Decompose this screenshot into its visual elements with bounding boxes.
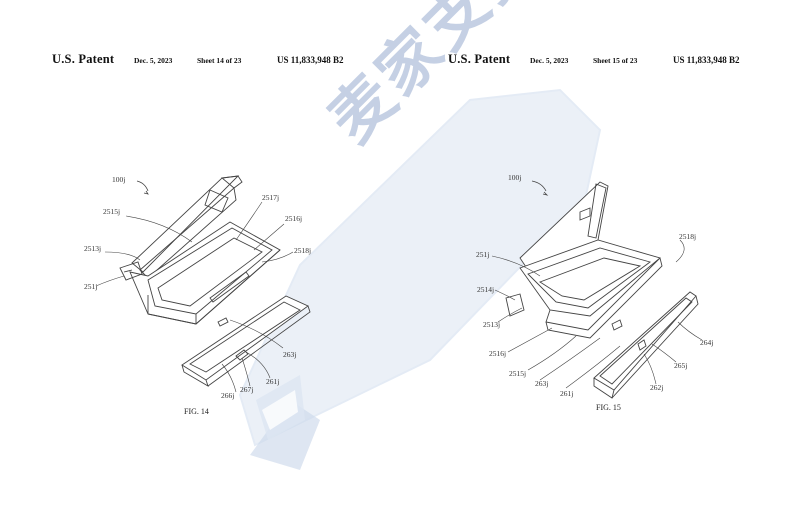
- fig15-labels: 100j 2518j 251j 2514j 2513j 2516j 2515j …: [476, 173, 713, 398]
- fig14-label-261j: 261j: [266, 377, 279, 386]
- fig14-labels: 100j 2515j 2517j 2516j 2513j 2518j 251j …: [84, 175, 311, 400]
- right-header-number: US 11,833,948 B2: [673, 55, 740, 65]
- fig15-label-2514j: 2514j: [477, 285, 494, 294]
- fig15-label-264j: 264j: [700, 338, 713, 347]
- fig14-label-266j: 266j: [221, 391, 234, 400]
- fig14-label-2517j: 2517j: [262, 193, 279, 202]
- left-header-title: U.S. Patent: [52, 52, 115, 66]
- right-header-sheet: Sheet 15 of 23: [593, 56, 638, 65]
- fig15-label-262j: 262j: [650, 383, 663, 392]
- fig14-label-2513j: 2513j: [84, 244, 101, 253]
- fig14-label-ref: 100j: [112, 175, 125, 184]
- fig14-label-251j: 251j: [84, 282, 97, 291]
- fig15-label-ref: 100j: [508, 173, 521, 182]
- fig14-label-263j: 263j: [283, 350, 296, 359]
- fig15-label-265j: 265j: [674, 361, 687, 370]
- watermark-logo: [238, 88, 602, 470]
- left-header-date: Dec. 5, 2023: [134, 56, 173, 65]
- fig15-label-2515j: 2515j: [509, 369, 526, 378]
- fig15-label-251j: 251j: [476, 250, 489, 259]
- fig14-label-2515j: 2515j: [103, 207, 120, 216]
- fig14-drawing: [95, 175, 311, 393]
- right-header: U.S. Patent Dec. 5, 2023 Sheet 15 of 23 …: [448, 52, 758, 68]
- right-header-title: U.S. Patent: [448, 52, 511, 66]
- left-header: U.S. Patent Dec. 5, 2023 Sheet 14 of 23 …: [52, 52, 362, 68]
- right-header-date: Dec. 5, 2023: [530, 56, 569, 65]
- fig15-label-263j: 263j: [535, 379, 548, 388]
- fig14-label-2518j: 2518j: [294, 246, 311, 255]
- fig14-label-267j: 267j: [240, 385, 253, 394]
- fig15-drawing: [491, 180, 703, 399]
- fig15-label-2518j: 2518j: [679, 232, 696, 241]
- fig14-caption: FIG. 14: [184, 407, 209, 416]
- left-header-sheet: Sheet 14 of 23: [197, 56, 242, 65]
- fig15-caption: FIG. 15: [596, 403, 621, 412]
- left-header-number: US 11,833,948 B2: [277, 55, 344, 65]
- fig15-label-261j: 261j: [560, 389, 573, 398]
- fig14-label-2516j: 2516j: [285, 214, 302, 223]
- fig15-label-2513j: 2513j: [483, 320, 500, 329]
- fig15-label-2516j: 2516j: [489, 349, 506, 358]
